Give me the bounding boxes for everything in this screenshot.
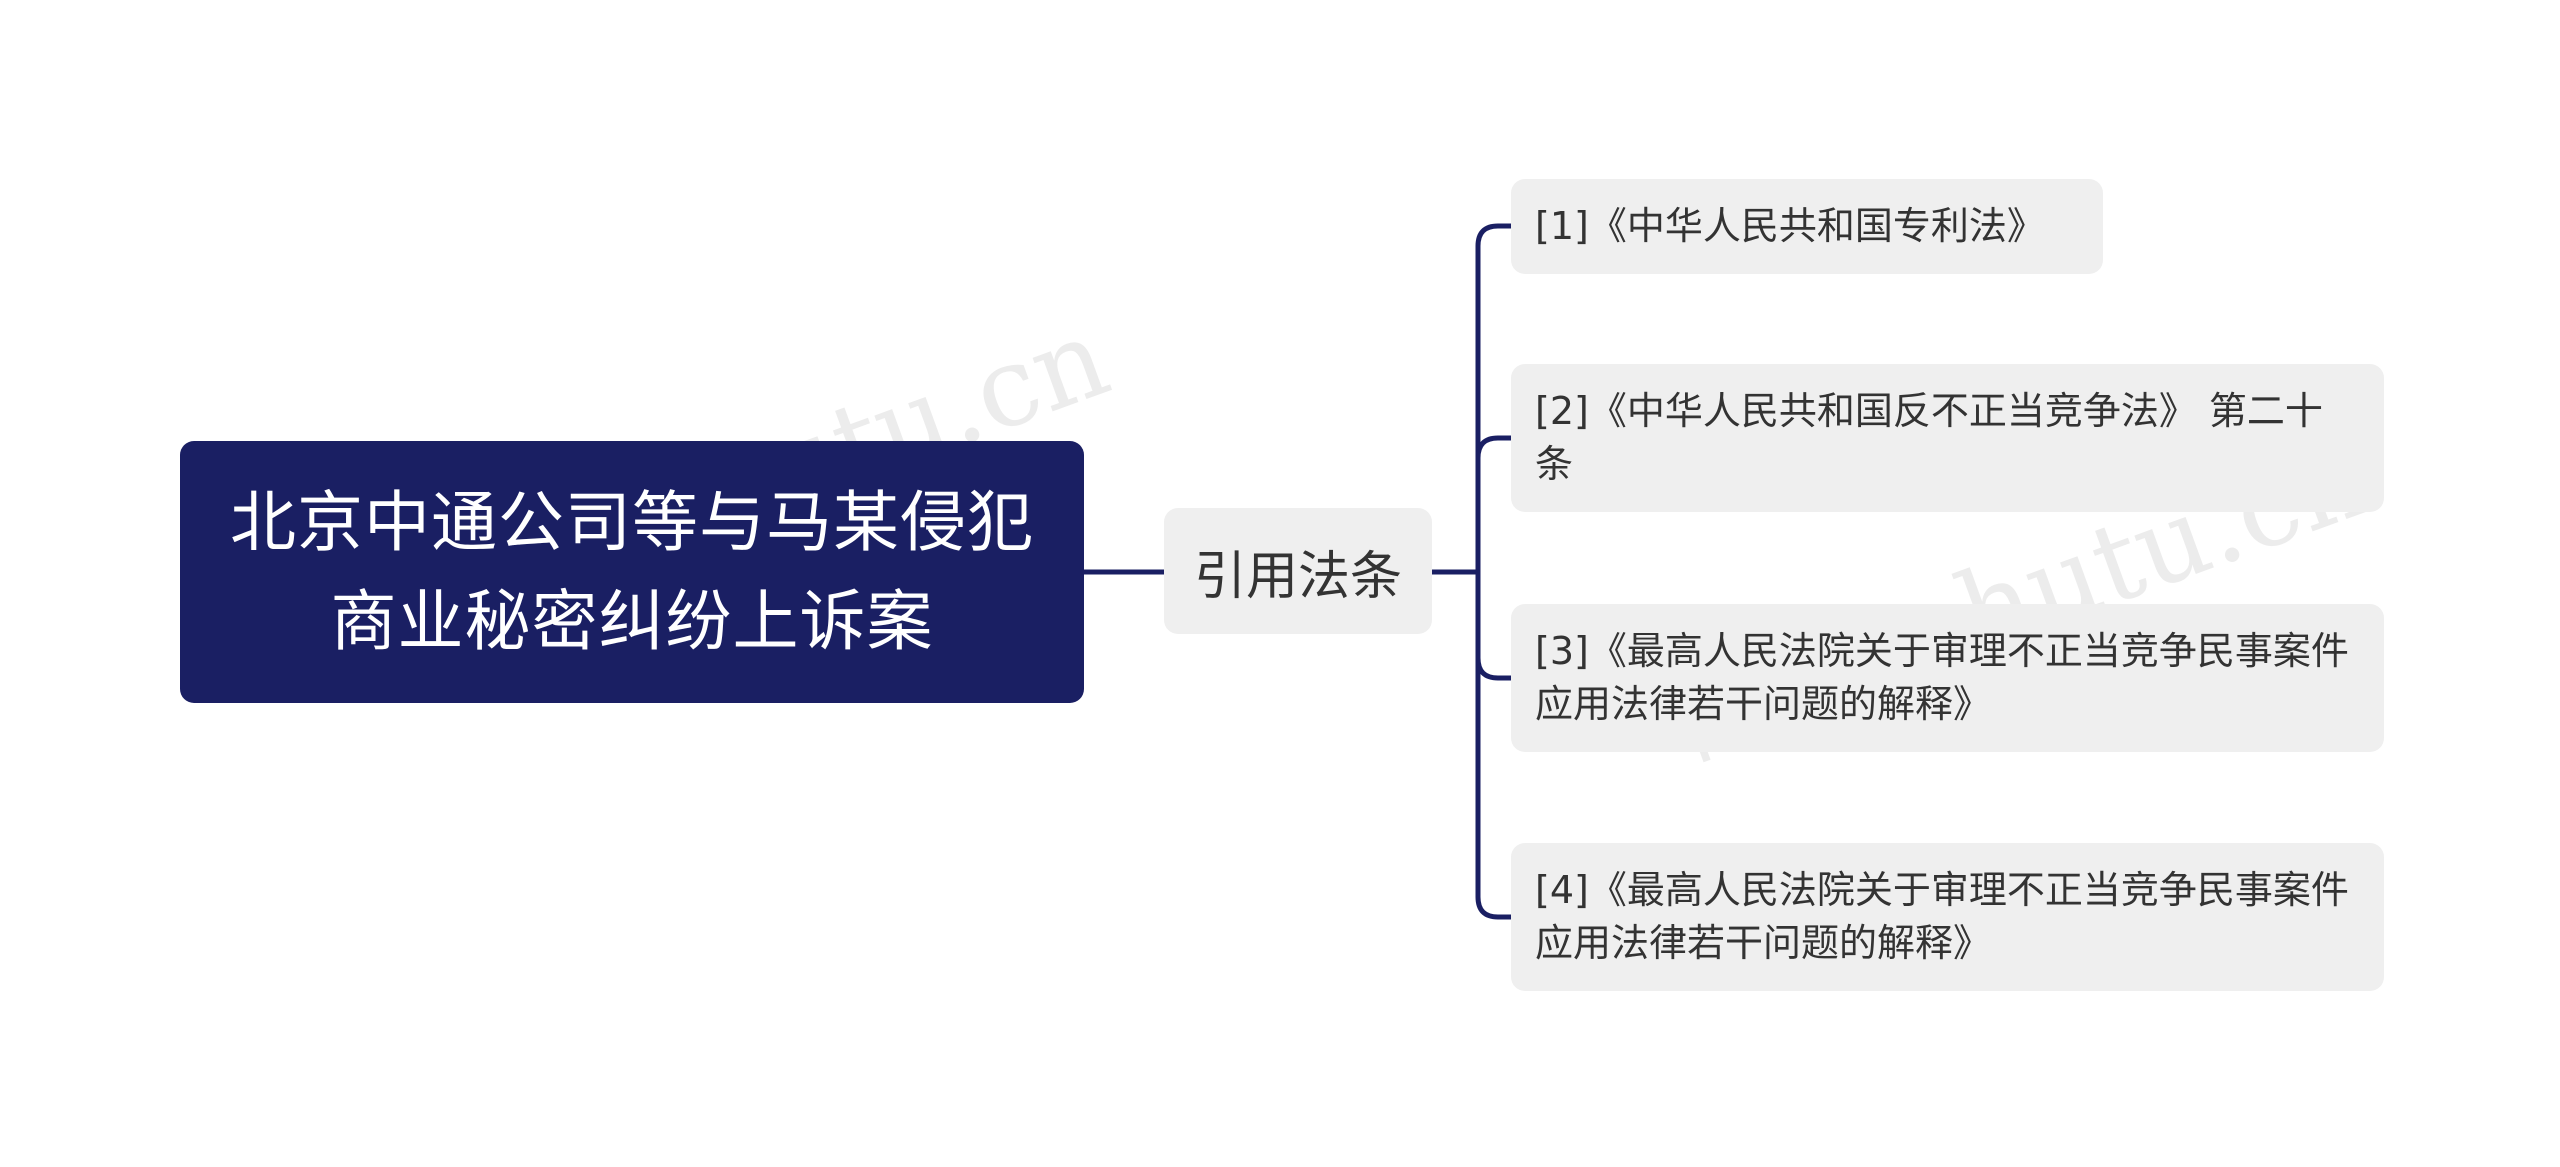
spine-to-leaf-4-line bbox=[1475, 569, 1514, 920]
branch-topic-node[interactable]: 引用法条 bbox=[1164, 508, 1432, 634]
leaf-topic-node[interactable]: [4]《最高人民法院关于审理不正当竞争民事案件应用法律若干问题的解释》 bbox=[1511, 843, 2384, 991]
leaf-topic-label: [3]《最高人民法院关于审理不正当竞争民事案件应用法律若干问题的解释》 bbox=[1535, 629, 2349, 726]
leaf-topic-node[interactable]: [2]《中华人民共和国反不正当竞争法》 第二十条 bbox=[1511, 364, 2384, 512]
spine-to-leaf-2-line bbox=[1475, 435, 1514, 575]
leaf-topic-node[interactable]: [3]《最高人民法院关于审理不正当竞争民事案件应用法律若干问题的解释》 bbox=[1511, 604, 2384, 752]
leaf-topic-label: [4]《最高人民法院关于审理不正当竞争民事案件应用法律若干问题的解释》 bbox=[1535, 868, 2349, 965]
leaf-topic-node[interactable]: [1]《中华人民共和国专利法》 bbox=[1511, 179, 2103, 274]
leaf-topic-label: [1]《中华人民共和国专利法》 bbox=[1535, 204, 2045, 248]
spine-to-leaf-1-line bbox=[1475, 223, 1514, 575]
spine-to-leaf-3-line bbox=[1475, 569, 1514, 681]
root-topic-label: 北京中通公司等与马某侵犯商业秘密纠纷上诉案 bbox=[230, 484, 1034, 660]
root-topic-node[interactable]: 北京中通公司等与马某侵犯商业秘密纠纷上诉案 bbox=[180, 441, 1084, 703]
leaf-topic-label: [2]《中华人民共和国反不正当竞争法》 第二十条 bbox=[1535, 389, 2323, 486]
branch-topic-label: 引用法条 bbox=[1193, 546, 1402, 607]
